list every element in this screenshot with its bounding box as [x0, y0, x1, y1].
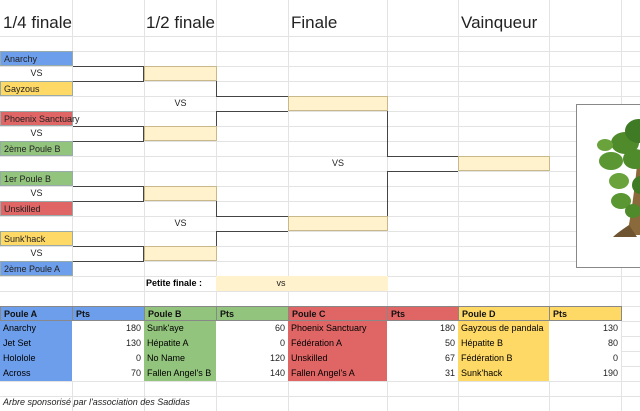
quarter-4-team-1[interactable]: Sunk'hack [0, 231, 73, 246]
pool-b-pts-header: Pts [216, 306, 289, 321]
pool-c-pts: 180 [387, 321, 458, 336]
quarter-2-vs: VS [30, 128, 43, 138]
pool-b-team: Sunk'aye [144, 321, 216, 336]
pool-a-pts: 180 [72, 321, 144, 336]
pool-d-pts: 130 [549, 321, 621, 336]
pool-b-header: Poule B [144, 306, 217, 321]
pool-c-team: Phoenix Sanctuary [288, 321, 387, 336]
final-slot-1[interactable] [288, 96, 388, 111]
pool-b-team: Fallen Angel's B [144, 366, 216, 381]
pool-a-pts: 130 [72, 336, 144, 351]
round-header-quarter: 1/4 finale [3, 13, 72, 32]
pool-d-team: Gayzous de pandala [458, 321, 549, 336]
petite-finale-vs: vs [276, 278, 286, 288]
tree-image [576, 104, 640, 268]
tree-icon [597, 119, 640, 237]
semi-2-slot-1[interactable] [144, 186, 217, 201]
pool-b-team: No Name [144, 351, 216, 366]
final-slot-2[interactable] [288, 216, 388, 231]
pool-a-team: Anarchy [0, 321, 72, 336]
semi-2-vs: VS [174, 218, 187, 228]
pool-d-pts: 80 [549, 336, 621, 351]
pool-a-team: Across [0, 366, 72, 381]
pool-a-pts: 70 [72, 366, 144, 381]
quarter-1-team-2[interactable]: Gayzous [0, 81, 73, 96]
quarter-1-vs: VS [30, 68, 43, 78]
pool-d-team: Hépatite B [458, 336, 549, 351]
pool-d-team: Sunk'hack [458, 366, 549, 381]
round-header-final: Finale [291, 13, 338, 32]
footer-sponsor-note: Arbre sponsorisé par l'association des S… [3, 397, 190, 407]
pool-b-pts: 140 [216, 366, 288, 381]
pool-a-team: Jet Set [0, 336, 72, 351]
pool-c-pts-header: Pts [387, 306, 459, 321]
quarter-2-team-1[interactable]: Phoenix Sanctuary [0, 111, 80, 126]
semi-2-slot-2[interactable] [144, 246, 217, 261]
pool-b-pts: 120 [216, 351, 288, 366]
round-header-winner: Vainqueur [461, 13, 538, 32]
pool-d-team: Fédération B [458, 351, 549, 366]
quarter-2-team-2[interactable]: 2ème Poule B [0, 141, 73, 156]
pool-c-pts: 67 [387, 351, 458, 366]
pool-c-pts: 50 [387, 336, 458, 351]
pool-a-team: Hololole [0, 351, 72, 366]
semi-1-slot-2[interactable] [144, 126, 217, 141]
pool-b-team: Hépatite A [144, 336, 216, 351]
pool-a-header: Poule A [0, 306, 73, 321]
winner-slot[interactable] [458, 156, 550, 171]
pool-b-pts: 60 [216, 321, 288, 336]
pool-a-pts-header: Pts [72, 306, 145, 321]
pool-d-pts: 190 [549, 366, 621, 381]
final-vs: VS [331, 158, 344, 168]
quarter-3-team-1[interactable]: 1er Poule B [0, 171, 73, 186]
pool-c-header: Poule C [288, 306, 388, 321]
semi-1-slot-1[interactable] [144, 66, 217, 81]
round-header-semi: 1/2 finale [146, 13, 215, 32]
quarter-3-vs: VS [30, 188, 43, 198]
pool-d-pts-header: Pts [549, 306, 622, 321]
pool-b-pts: 0 [216, 336, 288, 351]
semi-1-vs: VS [174, 98, 187, 108]
quarter-4-team-2[interactable]: 2ème Poule A [0, 261, 73, 276]
petite-finale-match[interactable]: vs [216, 276, 388, 291]
pool-c-pts: 31 [387, 366, 458, 381]
pool-d-header: Poule D [458, 306, 550, 321]
quarter-1-team-1[interactable]: Anarchy [0, 51, 73, 66]
pool-d-pts: 0 [549, 351, 621, 366]
quarter-3-team-2[interactable]: Unskilled [0, 201, 73, 216]
petite-finale-label: Petite finale : [146, 278, 203, 288]
pool-a-pts: 0 [72, 351, 144, 366]
pool-c-team: Unskilled [288, 351, 387, 366]
pool-c-team: Fédération A [288, 336, 387, 351]
pool-c-team: Fallen Angel's A [288, 366, 387, 381]
quarter-4-vs: VS [30, 248, 43, 258]
